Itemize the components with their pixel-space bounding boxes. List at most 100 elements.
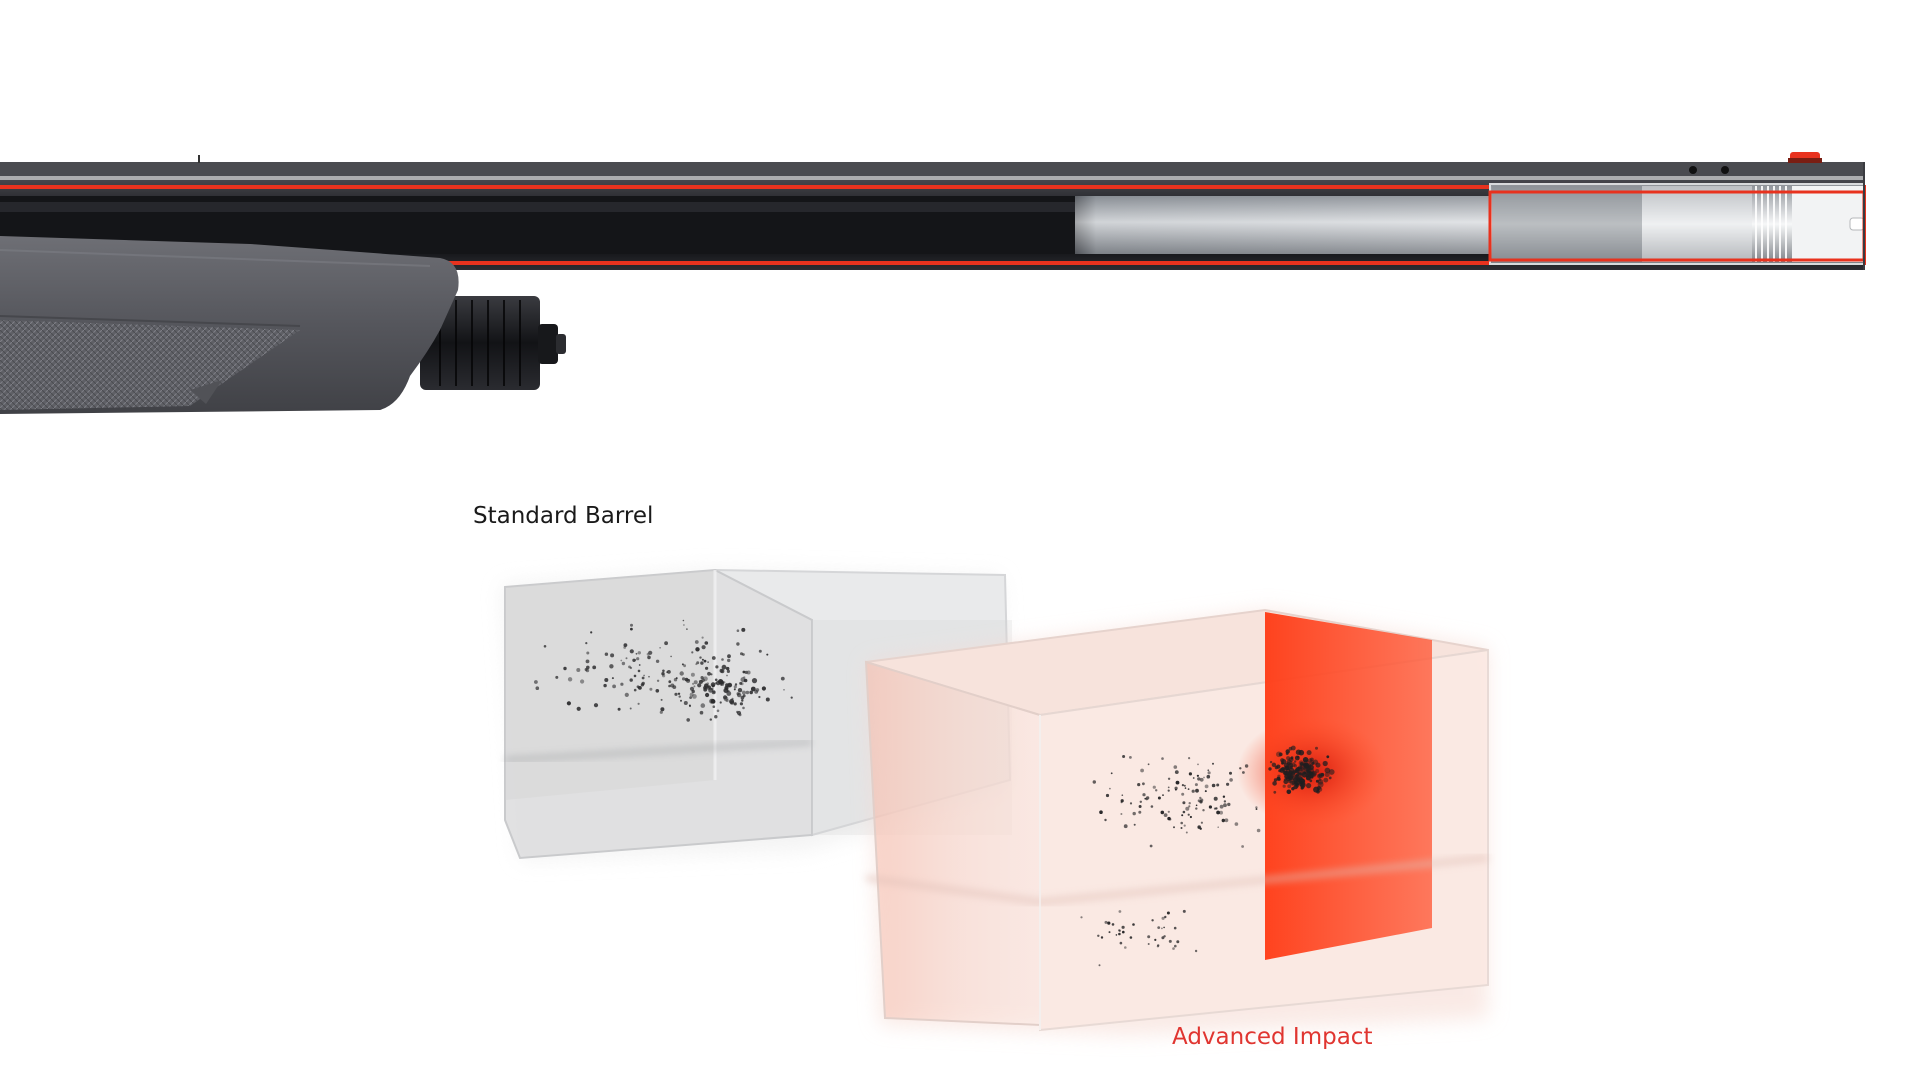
pellet	[590, 631, 592, 633]
pellet	[727, 659, 730, 662]
pellet	[1278, 769, 1281, 772]
pellet	[738, 688, 742, 692]
pellet	[1109, 788, 1111, 790]
pellet	[1195, 807, 1197, 809]
pellet	[1195, 950, 1197, 952]
pellet	[783, 689, 785, 691]
pellet	[1140, 801, 1142, 803]
pellet	[612, 677, 614, 679]
pellet	[1196, 805, 1198, 807]
pellet	[1147, 935, 1150, 938]
pellet	[1277, 777, 1281, 781]
pellet	[1188, 814, 1190, 816]
pellet	[603, 684, 606, 687]
pellet	[1163, 927, 1165, 929]
pellet	[742, 691, 746, 695]
pellet	[1223, 796, 1225, 798]
pellet	[735, 683, 737, 685]
pellet	[710, 718, 712, 720]
pellet	[1129, 756, 1132, 759]
pellet	[700, 711, 704, 715]
pellet	[1180, 822, 1183, 825]
pellet	[1168, 790, 1170, 792]
pellet	[1184, 785, 1186, 787]
pellet	[751, 687, 756, 692]
pellet	[1169, 940, 1172, 943]
pellet	[721, 658, 724, 661]
pellet	[1223, 803, 1227, 807]
pellet	[1220, 805, 1224, 809]
pellet	[1272, 781, 1277, 786]
pellet	[609, 664, 613, 668]
pellet	[1140, 769, 1144, 773]
pellet	[618, 708, 621, 711]
pellet	[1286, 749, 1290, 753]
pellet	[699, 656, 701, 658]
pellet	[739, 713, 742, 716]
pellet	[1132, 923, 1135, 926]
pellet	[711, 688, 714, 691]
pellet	[1148, 943, 1150, 945]
pellet	[1122, 926, 1125, 929]
pellet	[1168, 787, 1170, 789]
pellet	[1323, 778, 1328, 783]
pellet	[1182, 801, 1185, 804]
pellet	[622, 662, 625, 665]
pellet	[713, 705, 716, 708]
pellet	[1138, 811, 1141, 814]
pellet	[680, 700, 682, 702]
pellet	[638, 670, 641, 673]
pellet	[1268, 767, 1271, 770]
vent-rib	[0, 162, 1865, 176]
pellet	[634, 689, 637, 692]
pellet	[1174, 927, 1177, 930]
pellet	[1153, 786, 1156, 789]
pellet	[1184, 825, 1186, 827]
pellet	[1313, 760, 1318, 765]
pellet	[1294, 764, 1297, 767]
pellet	[1197, 775, 1199, 777]
pellet	[745, 671, 748, 674]
pellet	[639, 664, 641, 666]
magazine-cap	[538, 324, 558, 364]
pellet	[715, 679, 718, 682]
pellet	[612, 685, 616, 689]
pellet	[1287, 784, 1291, 788]
pellet	[734, 702, 737, 705]
pellet	[727, 654, 731, 658]
pellet	[625, 693, 629, 697]
pellet	[695, 640, 699, 644]
pellet	[1270, 761, 1272, 763]
pellet	[1286, 769, 1290, 773]
pellet	[1316, 780, 1319, 783]
pellet	[1217, 826, 1219, 828]
pellet	[731, 698, 733, 700]
pellet	[630, 678, 633, 681]
pellet	[1216, 811, 1220, 815]
pellet	[1225, 818, 1229, 822]
pellet	[1226, 783, 1229, 786]
pellet	[1193, 777, 1195, 779]
pellet	[604, 678, 608, 682]
pellet	[638, 686, 642, 690]
pellet	[1315, 769, 1319, 773]
pellet	[1142, 782, 1145, 785]
pellet	[684, 701, 688, 705]
pellet	[1155, 789, 1157, 791]
pellet	[680, 671, 684, 675]
pellet	[709, 699, 714, 704]
pellet	[1275, 766, 1278, 769]
pellet	[1169, 818, 1172, 821]
pellet	[626, 657, 628, 659]
pellet	[1158, 797, 1161, 800]
pellet	[610, 653, 614, 657]
pellet	[1139, 805, 1142, 808]
pellet	[734, 688, 736, 690]
pellet	[690, 687, 694, 691]
pellet	[674, 678, 677, 681]
pellet	[742, 707, 745, 710]
pellet	[567, 701, 571, 705]
pellet	[1118, 933, 1121, 936]
pellet	[727, 670, 730, 673]
pellet	[1203, 777, 1205, 779]
